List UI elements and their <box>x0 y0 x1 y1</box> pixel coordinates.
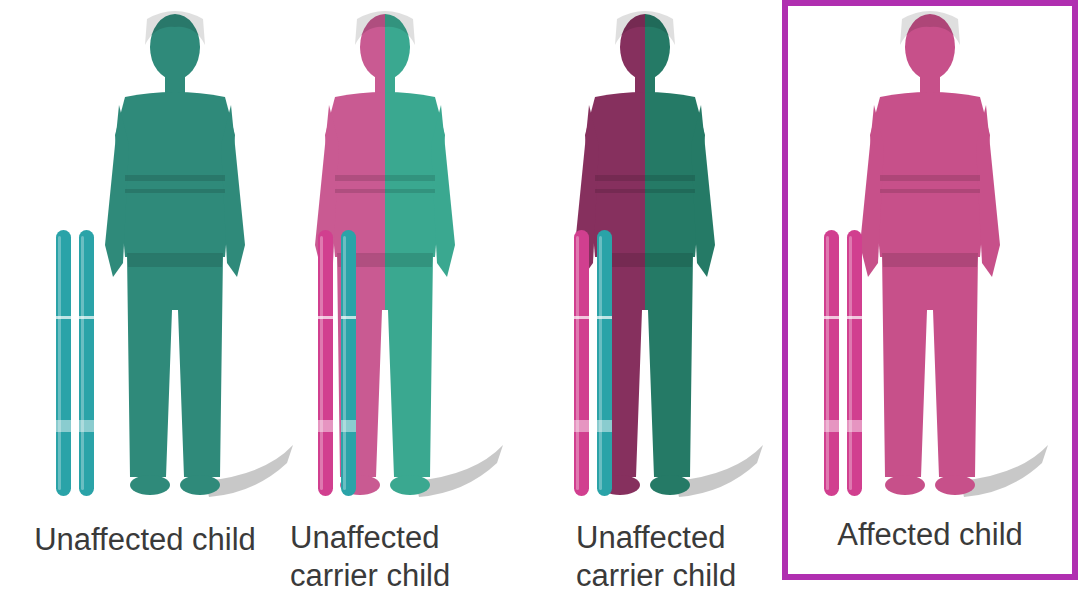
child-label: Unaffected carrier child <box>576 519 776 595</box>
child-label: Unaffected child <box>10 521 280 559</box>
chromosome-pair <box>318 230 356 496</box>
chromosome-pair <box>574 230 612 496</box>
chromosome-pair <box>56 230 94 496</box>
child-figure <box>105 11 293 497</box>
child-figure <box>315 11 503 497</box>
child-label: Unaffected carrier child <box>290 519 490 595</box>
child-figure <box>860 11 1048 497</box>
child-label: Affected child <box>788 516 1072 554</box>
child-figure <box>575 11 763 497</box>
chromosome-pair <box>824 230 862 496</box>
highlight-box: Affected child <box>782 0 1078 580</box>
